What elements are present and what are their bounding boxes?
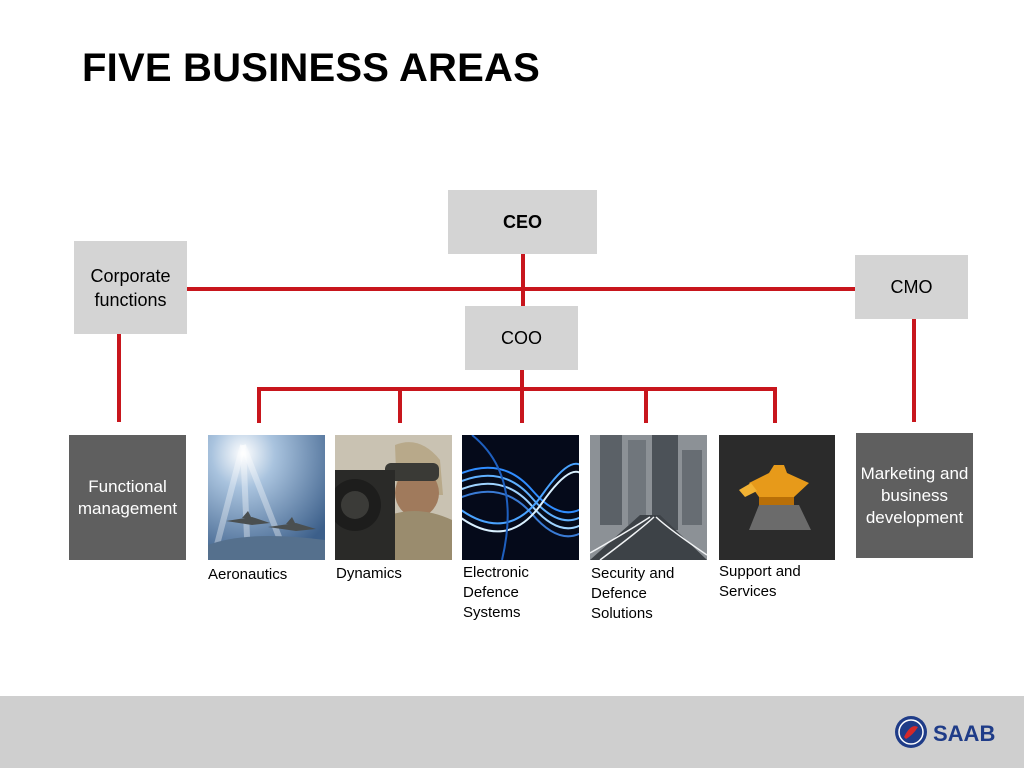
connector-eds <box>520 387 524 423</box>
saab-logo-text: SAAB <box>933 721 995 746</box>
footer-bar <box>0 696 1024 768</box>
connector-dynamics <box>398 387 402 423</box>
connector-corporate-down <box>117 334 121 422</box>
city-highway-photo <box>590 435 707 560</box>
area-label-aeronautics: Aeronautics <box>208 566 288 583</box>
fighter-jets-photo <box>208 435 325 560</box>
connector-areas-horizontal <box>257 387 777 391</box>
corporate-functions-box: Corporate functions <box>74 241 187 334</box>
connector-coo-down <box>520 369 524 390</box>
connector-ceo-down <box>521 253 525 307</box>
connector-top-horizontal <box>186 287 856 291</box>
connector-support <box>773 387 777 423</box>
saab-logo: SAAB <box>893 713 1011 751</box>
coo-box: COO <box>465 306 578 370</box>
connector-aeronautics <box>257 387 261 423</box>
area-label-support: Support and Services <box>719 563 801 600</box>
ceo-box: CEO <box>448 190 597 254</box>
cmo-box: CMO <box>855 255 968 319</box>
soldier-with-launcher-photo <box>335 435 452 560</box>
ceo-label: CEO <box>502 212 542 232</box>
puzzle-pieces-photo <box>719 435 835 560</box>
connector-sds <box>644 387 648 423</box>
marketing-label: Marketing and business development <box>860 463 969 527</box>
area-label-sds: Security and Defence Solutions <box>591 565 675 622</box>
functional-management-box: Functional management <box>69 435 186 560</box>
fiber-optic-waves-photo <box>462 435 579 560</box>
marketing-box: Marketing and business development <box>856 433 973 558</box>
area-label-eds: Electronic Defence Systems <box>463 564 529 621</box>
area-label-dynamics: Dynamics <box>336 565 402 582</box>
coo-label: COO <box>500 328 542 348</box>
corporate-functions-label: Corporate functions <box>90 265 171 310</box>
cmo-label: CMO <box>890 277 933 297</box>
connector-cmo-down <box>912 318 916 422</box>
page-title: FIVE BUSINESS AREAS <box>82 46 540 90</box>
functional-management-label: Functional management <box>77 476 178 518</box>
